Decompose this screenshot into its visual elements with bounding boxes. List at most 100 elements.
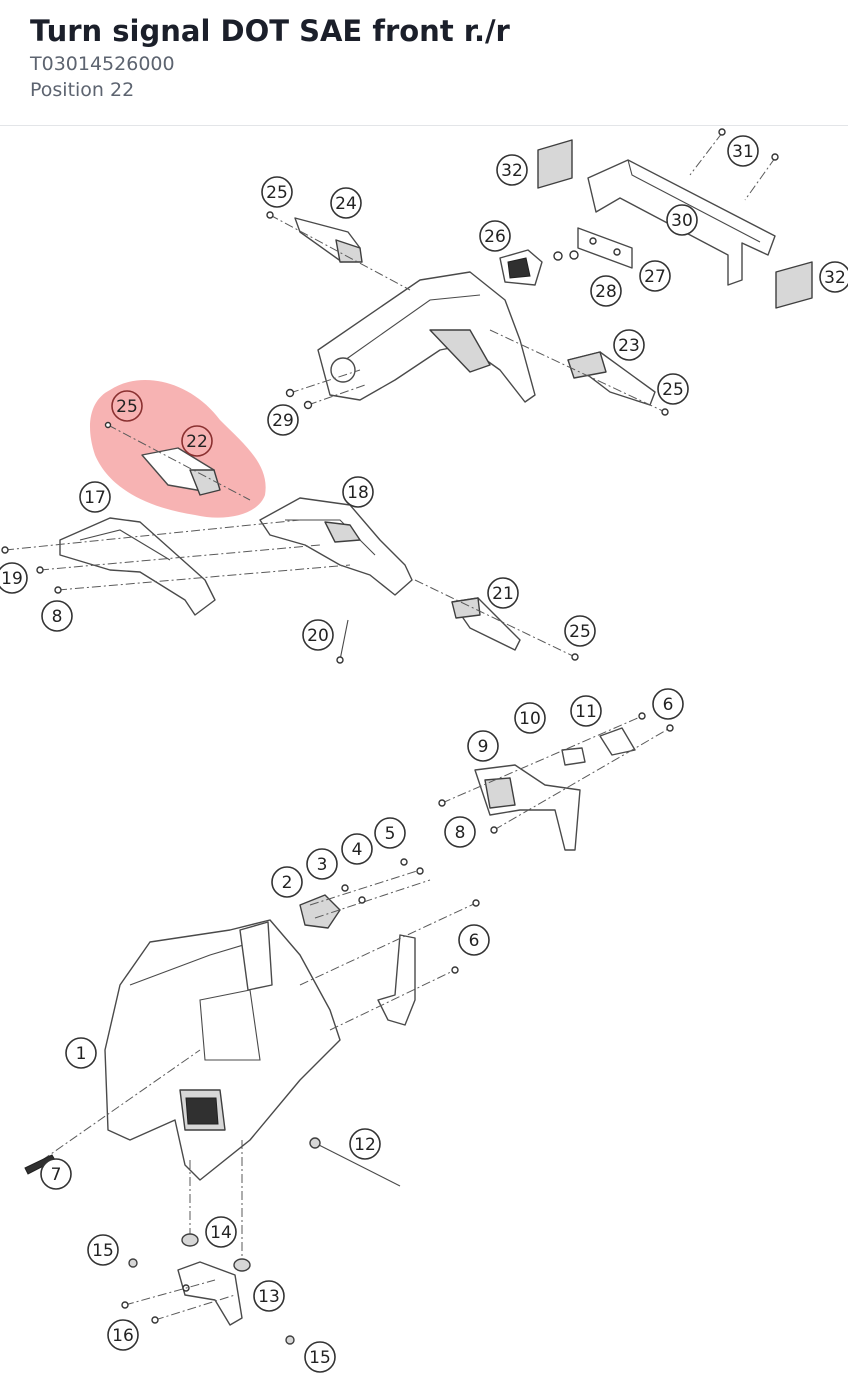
callout-c32a[interactable]: 32 [496, 154, 528, 186]
turn-signal-rear-left [294, 217, 363, 263]
callout-circle [657, 373, 689, 405]
callout-c26[interactable]: 26 [479, 220, 511, 252]
callout-label: 18 [347, 483, 369, 503]
callout-circle [79, 481, 111, 513]
callout-label: 11 [575, 702, 597, 722]
callout-label: 25 [662, 380, 684, 400]
callout-c30[interactable]: 30 [666, 204, 698, 236]
callout-c14[interactable]: 14 [205, 1216, 237, 1248]
callout-circle [304, 1341, 336, 1373]
callout-circle [306, 848, 338, 880]
callout-c25c[interactable]: 25 [111, 390, 143, 422]
plate-light [499, 249, 543, 286]
callout-label: 9 [478, 737, 489, 757]
headlight-bracket [474, 764, 581, 851]
callout-c21[interactable]: 21 [487, 577, 519, 609]
turn-signal-front-left [451, 597, 521, 651]
callout-label: 27 [644, 267, 666, 287]
callout-c11[interactable]: 11 [570, 695, 602, 727]
spacer-15a [128, 1258, 138, 1268]
callout-label: 8 [52, 607, 63, 627]
callout-circle [564, 615, 596, 647]
callout-label: 3 [317, 855, 328, 875]
callout-label: 16 [112, 1326, 134, 1346]
callout-c15b[interactable]: 15 [304, 1341, 336, 1373]
callout-c29[interactable]: 29 [267, 404, 299, 436]
callout-c22[interactable]: 22 [181, 425, 213, 457]
page-title: Turn signal DOT SAE front r./r [30, 14, 510, 48]
callout-label: 8 [455, 823, 466, 843]
callout-c10[interactable]: 10 [514, 702, 546, 734]
callout-circle [514, 702, 546, 734]
callout-c32b[interactable]: 32 [819, 261, 848, 293]
rubber-bushing-14 [181, 1233, 251, 1272]
callout-label: 6 [663, 695, 674, 715]
callout-circle [458, 924, 490, 956]
callout-label: 25 [266, 183, 288, 203]
callout-label: 10 [519, 709, 541, 729]
callout-c7[interactable]: 7 [40, 1158, 72, 1190]
callout-c20[interactable]: 20 [302, 619, 334, 651]
callout-c6b[interactable]: 6 [458, 924, 490, 956]
callout-label: 6 [469, 931, 480, 951]
callout-c8b[interactable]: 8 [444, 816, 476, 848]
front-subframe [259, 497, 413, 596]
callout-circle [65, 1037, 97, 1069]
lower-mount-bracket [177, 1261, 243, 1326]
callout-label: 24 [335, 194, 357, 214]
callout-label: 25 [116, 397, 138, 417]
position-label: Position 22 [30, 79, 135, 101]
callout-circle [590, 275, 622, 307]
callout-circle [261, 176, 293, 208]
headlight-bracket-lower [377, 934, 416, 1026]
callout-circle [181, 425, 213, 457]
callout-c15a[interactable]: 15 [87, 1234, 119, 1266]
callout-circle [444, 816, 476, 848]
plate-light-holder [577, 227, 633, 269]
callout-c25a[interactable]: 25 [261, 176, 293, 208]
callout-c25d[interactable]: 25 [564, 615, 596, 647]
callout-circle [267, 404, 299, 436]
callout-circle [271, 866, 303, 898]
callout-label: 17 [84, 488, 106, 508]
headlight-mask [104, 919, 341, 1181]
callout-c2[interactable]: 2 [271, 866, 303, 898]
callout-c3[interactable]: 3 [306, 848, 338, 880]
callout-circle [341, 833, 373, 865]
cable-tie-clip [336, 619, 349, 664]
callout-c1[interactable]: 1 [65, 1037, 97, 1069]
callout-c23[interactable]: 23 [613, 329, 645, 361]
callout-c18[interactable]: 18 [342, 476, 374, 508]
hose-clamp [309, 1137, 401, 1187]
callout-c28[interactable]: 28 [590, 275, 622, 307]
callout-c16[interactable]: 16 [107, 1319, 139, 1351]
callout-c24[interactable]: 24 [330, 187, 362, 219]
callout-circle [487, 577, 519, 609]
headlight-connector [299, 894, 341, 929]
callout-c9[interactable]: 9 [467, 730, 499, 762]
bracket-clip-10 [561, 747, 586, 766]
turn-signal-rear-right [567, 351, 656, 406]
callout-c27[interactable]: 27 [639, 260, 671, 292]
callout-c13[interactable]: 13 [253, 1280, 285, 1312]
callout-c17[interactable]: 17 [79, 481, 111, 513]
callout-label: 14 [210, 1223, 232, 1243]
callout-c6a[interactable]: 6 [652, 688, 684, 720]
callout-c31[interactable]: 31 [727, 135, 759, 167]
callout-circle [652, 688, 684, 720]
callout-circle [666, 204, 698, 236]
callout-c25b[interactable]: 25 [657, 373, 689, 405]
callout-c5[interactable]: 5 [374, 817, 406, 849]
callout-c19[interactable]: 19 [0, 562, 28, 594]
callout-circle [570, 695, 602, 727]
callout-c8a[interactable]: 8 [41, 600, 73, 632]
bracket-clip-11 [599, 727, 636, 756]
callout-label: 29 [272, 411, 294, 431]
callout-circle [87, 1234, 119, 1266]
callout-circle [819, 261, 848, 293]
callout-c12[interactable]: 12 [349, 1128, 381, 1160]
callout-label: 23 [618, 336, 640, 356]
callout-c4[interactable]: 4 [341, 833, 373, 865]
callout-label: 32 [824, 268, 846, 288]
callout-circle [479, 220, 511, 252]
